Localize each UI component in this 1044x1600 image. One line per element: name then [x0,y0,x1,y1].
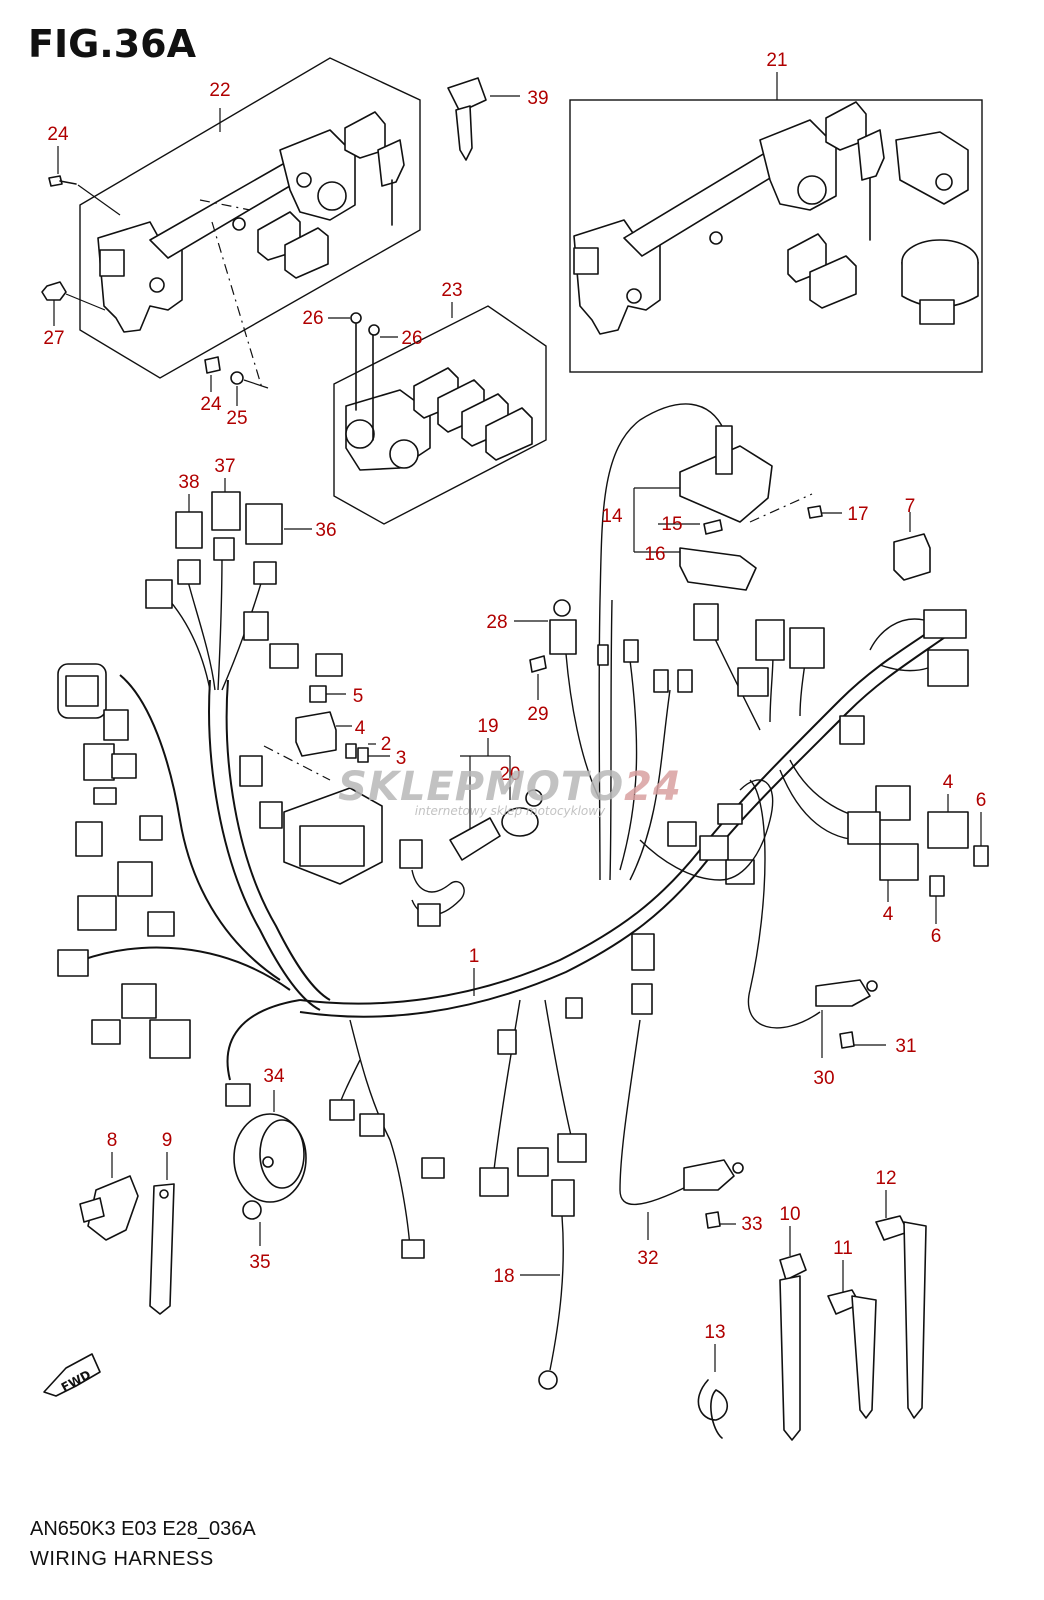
figure-name: WIRING HARNESS [30,1548,214,1570]
callout-9: 9 [162,1130,173,1151]
horn-34 [233,1090,307,1246]
callout-32: 32 [637,1248,658,1269]
key-39 [447,77,520,161]
callout-38: 38 [178,472,199,493]
relay-7 [893,512,931,581]
fwd-arrow: FWD [43,1353,101,1397]
callout-27: 27 [43,328,64,349]
callout-14: 14 [601,506,623,527]
callout-24-lower: 24 [200,394,222,415]
callout-35: 35 [249,1252,270,1273]
callout-6-right-top: 6 [976,790,987,811]
fuse-relay-group [239,685,390,829]
cable-ties [697,1190,927,1441]
ignition-switch-set-22 [41,57,421,389]
callout-4-right-top: 4 [943,772,954,793]
callout-11: 11 [833,1238,853,1259]
sensor-30 [815,979,886,1058]
callout-10: 10 [779,1204,800,1225]
switch-28 [514,599,601,801]
figure-code: AN650K3 E03 E28_036A [30,1518,256,1540]
sensor-32 [647,1159,744,1240]
lock-set-21 [569,72,983,373]
callout-24: 24 [47,124,69,145]
callout-5: 5 [353,686,364,707]
callout-21: 21 [766,50,787,71]
callout-1: 1 [469,946,480,967]
callout-16: 16 [644,544,665,565]
callout-31: 31 [895,1036,916,1057]
callout-2: 2 [381,734,392,755]
callout-3: 3 [396,748,407,769]
callout-17: 17 [847,504,868,525]
callout-33: 33 [741,1214,762,1235]
meter-socket-14 [633,425,842,591]
callout-13: 13 [704,1322,725,1343]
callout-12: 12 [875,1168,896,1189]
callout-23: 23 [441,280,462,301]
switch-housing-set-23 [333,302,547,525]
callout-labels: 22 24 27 24 25 39 21 23 26 26 38 37 36 [43,50,986,1343]
accessory-socket-19 [399,738,543,927]
callout-20: 20 [499,764,520,785]
callout-26-right: 26 [401,328,422,349]
clamp-8 [79,1152,139,1241]
callout-22: 22 [209,80,230,101]
callout-30: 30 [813,1068,834,1089]
callout-36: 36 [315,520,336,541]
callout-29: 29 [527,704,548,725]
strap-9 [149,1152,175,1315]
callout-25: 25 [226,408,247,429]
callout-8: 8 [107,1130,118,1151]
callout-4: 4 [355,718,366,739]
callout-19: 19 [477,716,498,737]
callout-37: 37 [214,456,235,477]
callout-39: 39 [527,88,548,109]
callout-4-right-bottom: 4 [883,904,894,925]
figure-title: FIG.36A [28,22,197,66]
callout-26-left: 26 [302,308,323,329]
callout-6-right-bottom: 6 [931,926,942,947]
callout-7: 7 [905,496,916,517]
callout-34: 34 [263,1066,285,1087]
callout-15: 15 [661,514,682,535]
callout-28: 28 [486,612,507,633]
main-harness-1 [57,403,989,1259]
ground-lead-18 [520,1179,575,1390]
callout-18: 18 [493,1266,514,1287]
